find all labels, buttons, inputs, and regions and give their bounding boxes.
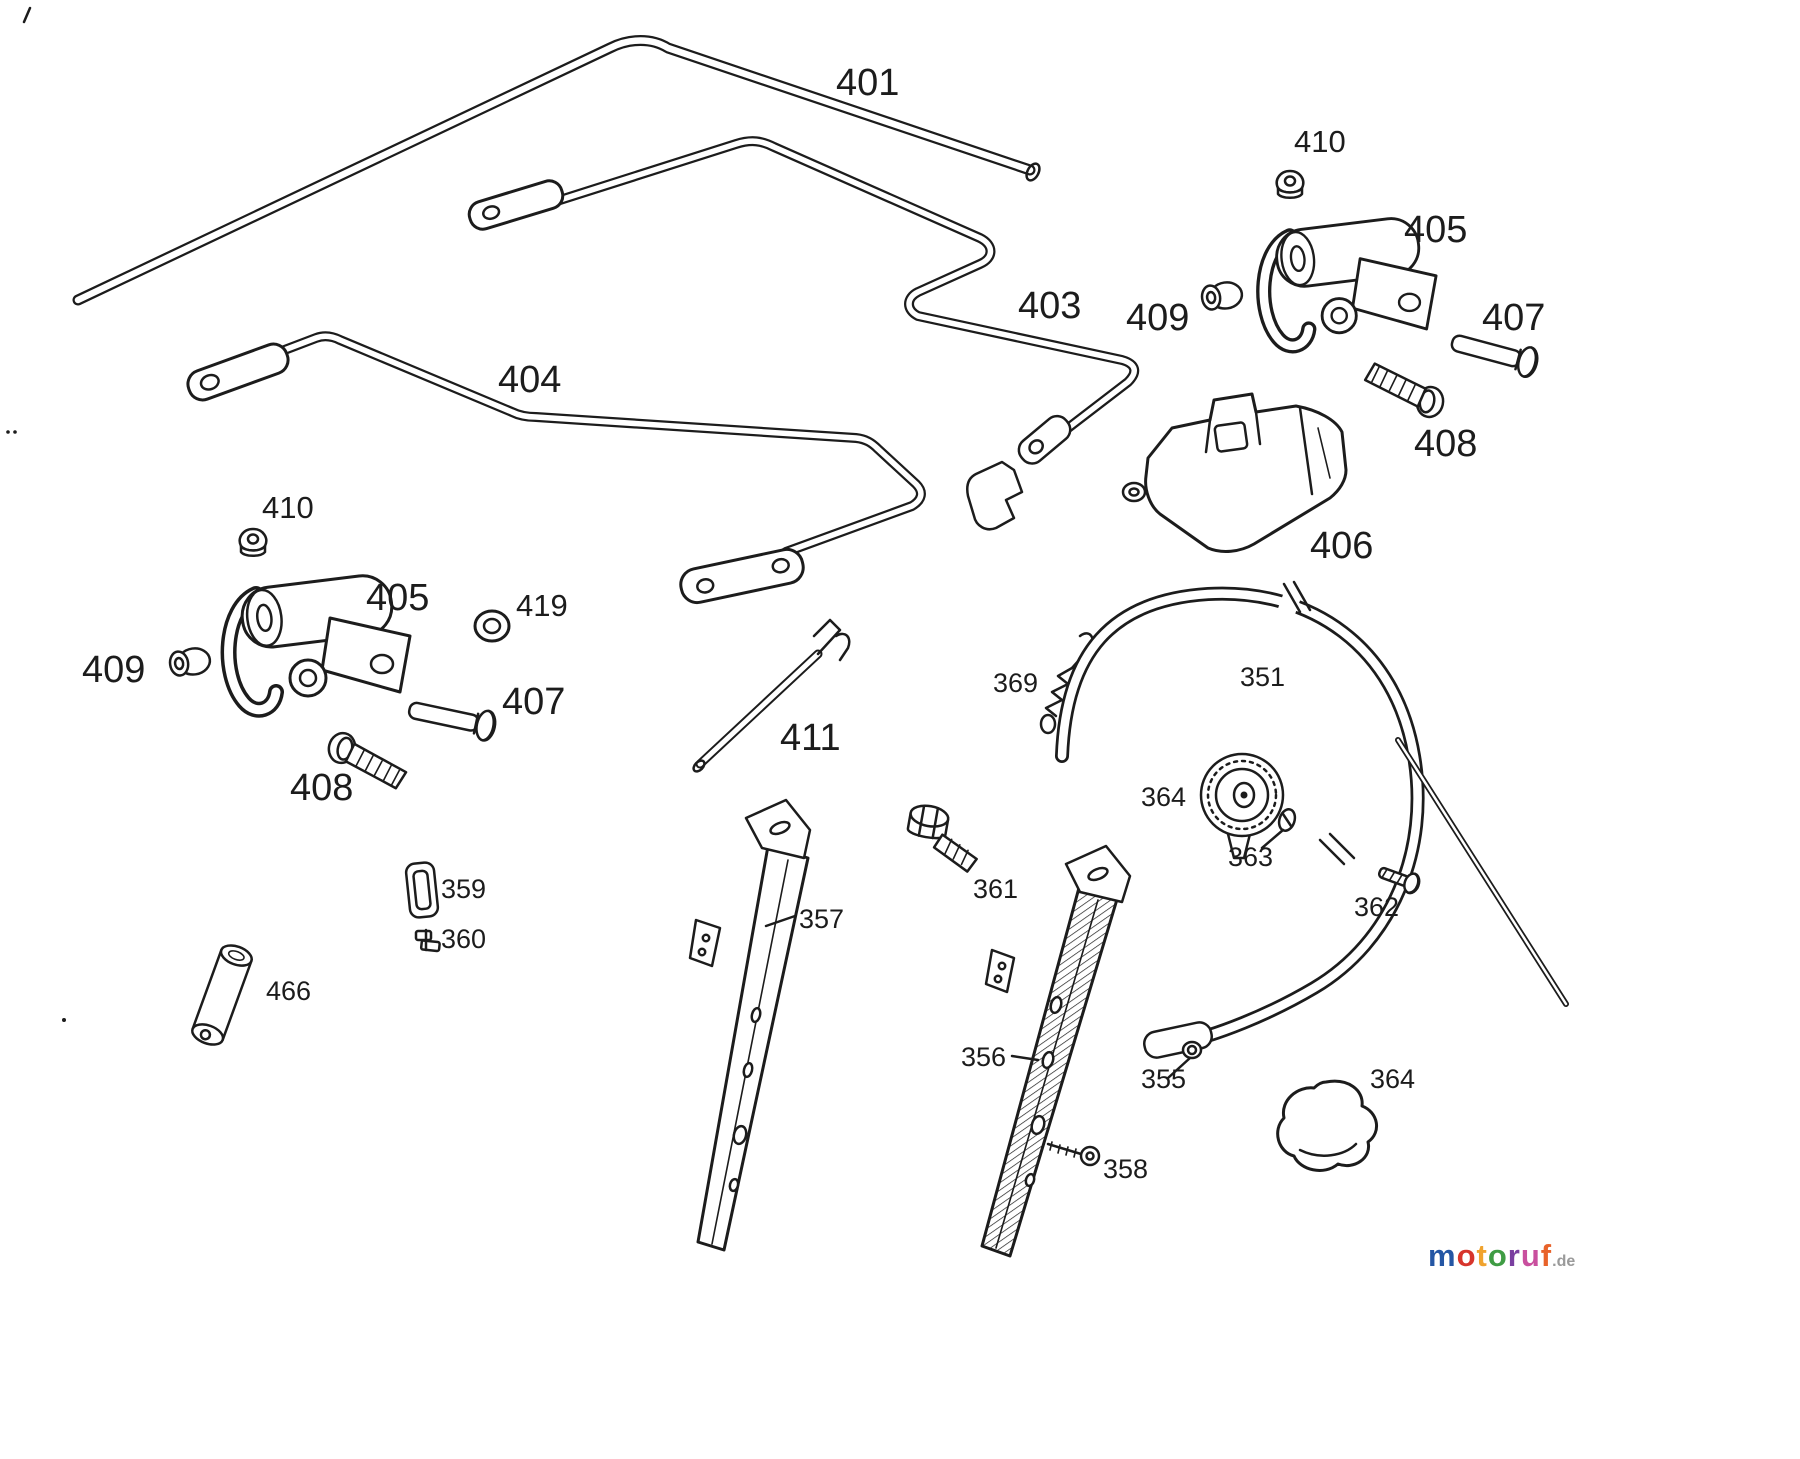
- watermark-letter-u: u: [1520, 1238, 1541, 1273]
- part-404-rod: [186, 331, 926, 557]
- part-label-361: 361: [973, 874, 1018, 904]
- part-label-358: 358: [1103, 1154, 1148, 1184]
- part-356-rail: [980, 844, 1132, 1258]
- part-label-407-right: 407: [1482, 297, 1545, 339]
- part-410-nut-left: [238, 527, 268, 557]
- part-364-knob: [1276, 1079, 1378, 1172]
- part-label-409-left: 409: [82, 649, 145, 691]
- part-355-ring: [1181, 1040, 1203, 1060]
- part-label-357: 357: [799, 904, 844, 934]
- part-409-nut-right: [1199, 279, 1245, 313]
- part-label-362: 362: [1354, 892, 1399, 922]
- part-labels: 401 410 405 403 409 407 404 408 406 410 …: [82, 62, 1545, 1184]
- part-label-410-left: 410: [262, 490, 314, 525]
- part-label-355: 355: [1141, 1064, 1186, 1094]
- watermark-letter-f: f: [1540, 1238, 1553, 1273]
- part-label-406: 406: [1310, 525, 1373, 567]
- part-359-gasket: [404, 861, 440, 919]
- part-408-screw-right: [1359, 361, 1450, 421]
- part-label-364-wheel: 364: [1141, 782, 1186, 812]
- part-466-roller: [191, 944, 253, 1046]
- part-label-411: 411: [780, 717, 841, 759]
- watermark-letter-r: r: [1507, 1238, 1521, 1273]
- part-label-364-knob: 364: [1370, 1064, 1415, 1094]
- part-358-screw: [1046, 1141, 1101, 1167]
- part-361-bolt: [906, 804, 978, 873]
- part-407-bolt-left: [405, 693, 499, 744]
- watermark-letter-m: m: [1428, 1238, 1457, 1273]
- part-label-363: 363: [1228, 842, 1273, 872]
- part-label-410-right: 410: [1294, 124, 1346, 159]
- part-410-nut-right: [1275, 169, 1305, 199]
- leader-lines: [764, 828, 1285, 1080]
- part-label-408-left: 408: [290, 767, 353, 809]
- part-label-407-left: 407: [502, 681, 565, 723]
- part-hook-bracket: [966, 460, 1024, 531]
- part-409-nut-left: [167, 645, 213, 679]
- part-360-clip: [414, 928, 441, 953]
- part-label-351: 351: [1240, 662, 1285, 692]
- part-label-409-right: 409: [1126, 297, 1189, 339]
- watermark-letter-o1: o: [1456, 1238, 1477, 1273]
- part-label-359: 359: [441, 874, 486, 904]
- part-handle-lower-rod: [1395, 737, 1569, 1007]
- part-link-plate: [679, 547, 805, 605]
- part-419-washer: [473, 609, 511, 643]
- part-label-419: 419: [516, 588, 568, 623]
- part-label-466: 466: [266, 976, 311, 1006]
- watermark-suffix: .de: [1552, 1253, 1576, 1270]
- part-357-rail: [688, 798, 812, 1252]
- part-label-404: 404: [498, 359, 561, 401]
- part-362-bolt: [1377, 866, 1421, 895]
- part-label-356: 356: [961, 1042, 1006, 1072]
- part-411-rod: [692, 618, 851, 773]
- part-label-405-right: 405: [1404, 209, 1467, 251]
- part-label-405-left: 405: [366, 577, 429, 619]
- part-406-bracket: [1121, 392, 1348, 553]
- part-364-adjuster-wheel: [1199, 752, 1285, 860]
- part-label-401: 401: [836, 62, 899, 104]
- part-401-upper-rod: [72, 35, 1041, 306]
- part-label-369: 369: [993, 668, 1038, 698]
- watermark-letter-o2: o: [1487, 1238, 1508, 1273]
- part-label-408-right: 408: [1414, 423, 1477, 465]
- part-403-rod: [467, 136, 1140, 465]
- watermark-letter-t: t: [1476, 1238, 1488, 1273]
- watermark-logo: motoruf.de: [1428, 1238, 1575, 1274]
- part-label-403: 403: [1018, 285, 1081, 327]
- part-label-360: 360: [441, 924, 486, 954]
